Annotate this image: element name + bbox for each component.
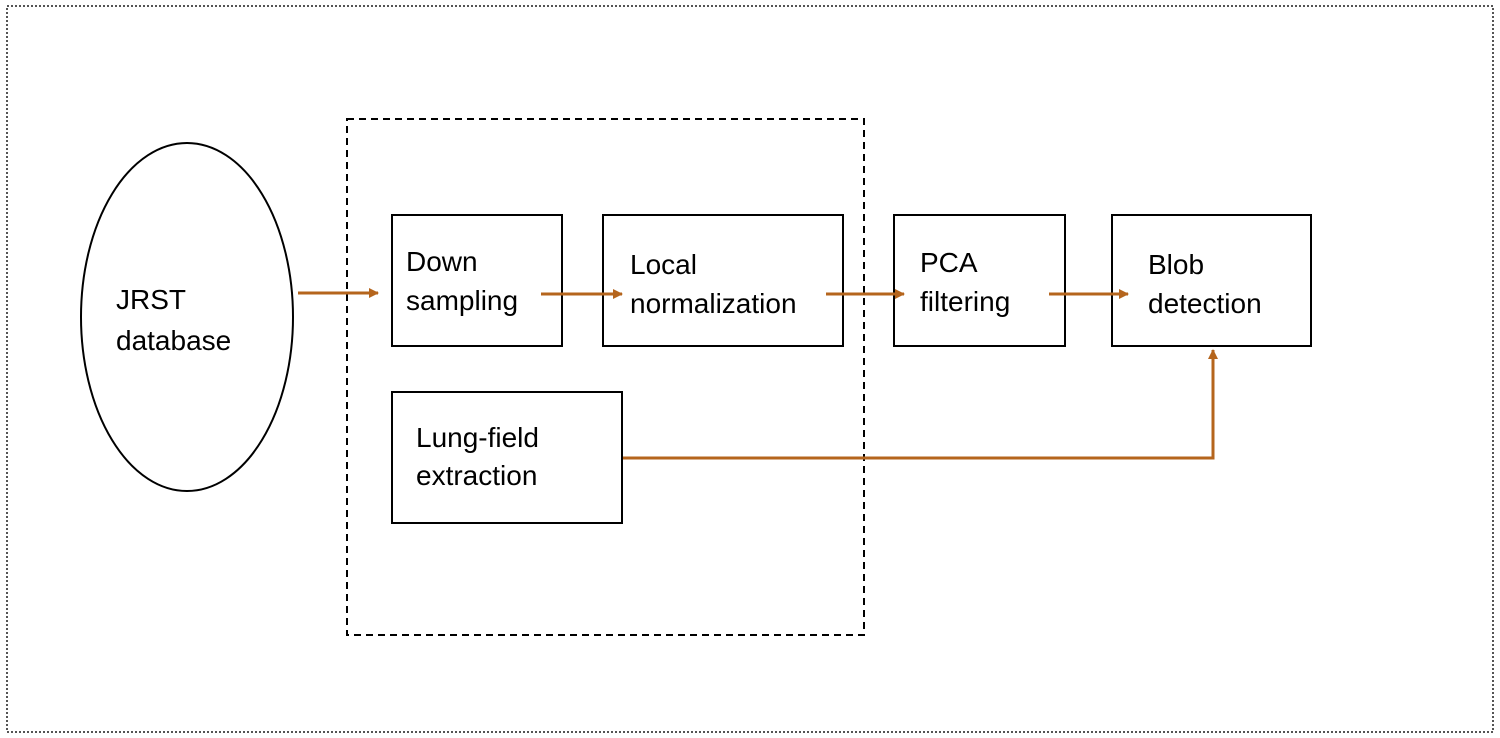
lung-field-extraction-label-line2: extraction: [416, 460, 537, 491]
down-sampling-label-line1: Down: [406, 246, 478, 277]
blob-detection-label-line1: Blob: [1148, 249, 1204, 280]
outer-frame: [6, 5, 1494, 733]
blob-detection-node: Blob detection: [1111, 214, 1312, 347]
local-normalization-node: Local normalization: [602, 214, 844, 347]
down-sampling-label-line2: sampling: [406, 285, 518, 316]
preprocessing-group-box: [346, 118, 865, 636]
jrst-database-node: JRST database: [80, 142, 294, 492]
jrst-database-label-line2: database: [116, 325, 231, 356]
local-normalization-label-line2: normalization: [630, 288, 797, 319]
lung-field-extraction-label-line1: Lung-field: [416, 422, 539, 453]
pca-filtering-label-line1: PCA: [920, 247, 978, 278]
down-sampling-node: Down sampling: [391, 214, 563, 347]
local-normalization-label-line1: Local: [630, 249, 697, 280]
blob-detection-label-line2: detection: [1148, 288, 1262, 319]
lung-field-extraction-node: Lung-field extraction: [391, 391, 623, 524]
jrst-database-label-line1: JRST: [116, 284, 186, 315]
pca-filtering-label-line2: filtering: [920, 286, 1010, 317]
arrow-lung-field-to-blob-detection: [623, 349, 1218, 460]
pca-filtering-node: PCA filtering: [893, 214, 1066, 347]
